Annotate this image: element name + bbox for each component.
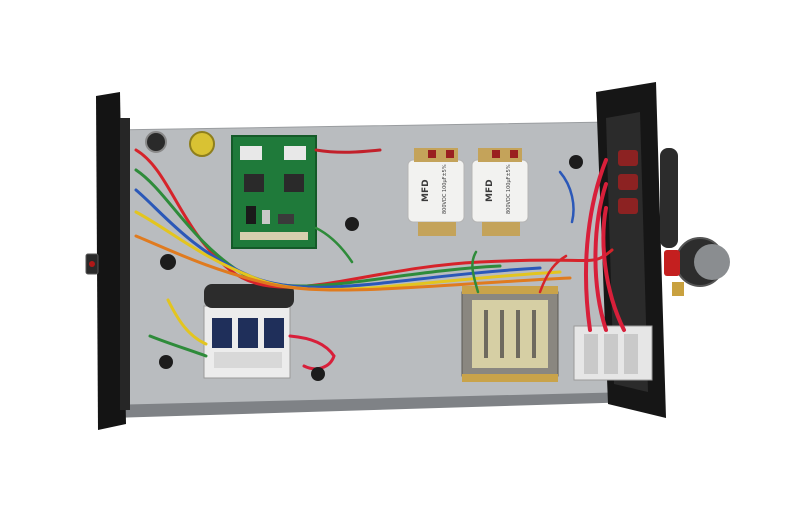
regulator-red-cap — [664, 250, 680, 276]
capacitor-left-label: MFD — [421, 179, 431, 202]
round-standoff — [145, 131, 167, 153]
yellow-varistor — [189, 131, 215, 157]
regulator-pipe — [660, 148, 678, 248]
rear-terminals — [618, 150, 638, 214]
base-plate-shadow — [108, 392, 636, 418]
capacitor-left-rating: 800VDC 100μF±5% — [442, 164, 448, 214]
red-indicator — [89, 261, 95, 267]
regulator-gauge-face — [694, 244, 730, 280]
terminal-block — [573, 325, 653, 381]
capacitor-right: MFD 800VDC 100μF±5% — [471, 148, 529, 236]
left-panel-edge — [120, 118, 130, 410]
control-pcb — [231, 135, 317, 249]
regulator-brass-fitting — [672, 282, 684, 296]
chassis-grommets — [159, 155, 583, 381]
contactor — [203, 305, 291, 379]
capacitor-right-rating: 800VDC 100μF±5% — [506, 164, 512, 214]
transformer — [461, 286, 559, 382]
capacitor-right-label: MFD — [485, 179, 495, 202]
left-front-panel — [96, 92, 126, 430]
choke-bracket — [204, 284, 294, 308]
capacitor-left: MFD 800VDC 100μF±5% — [407, 148, 465, 236]
